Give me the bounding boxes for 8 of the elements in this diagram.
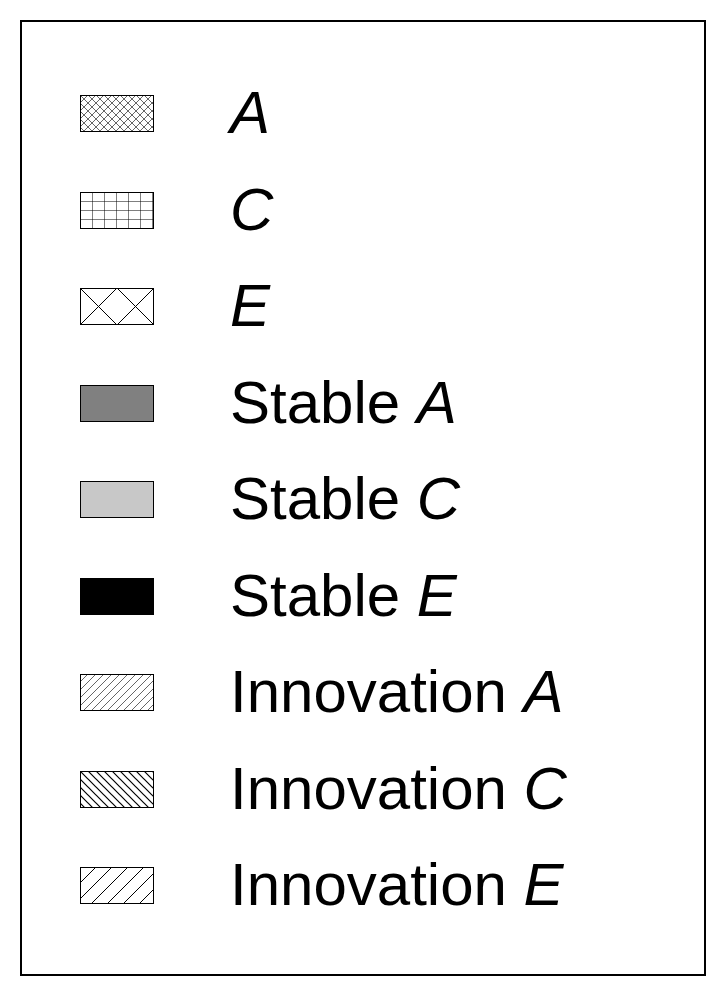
legend-label: Innovation C bbox=[230, 753, 567, 824]
legend-label: Innovation E bbox=[230, 850, 564, 920]
legend-label: C bbox=[230, 174, 274, 245]
legend-label: Stable C bbox=[230, 464, 461, 534]
legend-label: Innovation A bbox=[230, 657, 564, 727]
legend-label: Stable E bbox=[230, 560, 457, 631]
legend-label: Stable A bbox=[230, 367, 457, 438]
legend-label: E bbox=[230, 271, 271, 341]
